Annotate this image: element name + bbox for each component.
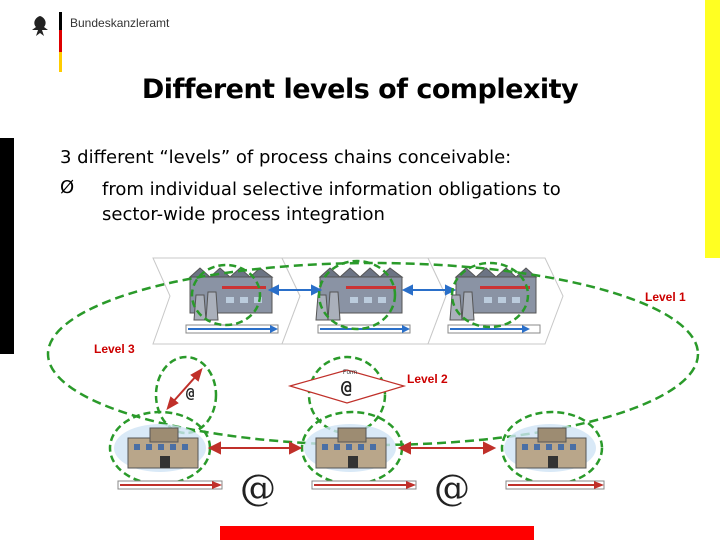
institution-logo-text: Bundeskanzleramt [70, 16, 170, 30]
at-symbol-large-1: @ [240, 468, 276, 509]
network-label: Form [343, 370, 357, 376]
bullet-text-line-2: sector-wide process integration [102, 204, 385, 225]
factory-1-icon [188, 267, 274, 321]
office-building-1-icon [114, 424, 206, 472]
slide-title: Different levels of complexity [141, 74, 579, 105]
level-1-small-ellipses [190, 259, 530, 331]
intro-text: 3 different “levels” of process chains c… [60, 147, 512, 168]
right-accent-bar [705, 0, 720, 258]
at-symbol-large-2: @ [434, 468, 470, 509]
office-building-3-icon [504, 424, 596, 472]
at-symbol-small-2: @ [341, 377, 352, 398]
bottom-accent-bar [220, 526, 534, 540]
factory-2-icon [315, 267, 404, 321]
blue-arrows [267, 284, 457, 296]
office-building-2-icon [304, 424, 396, 472]
red-diamond-shape [287, 369, 407, 404]
red-horizontal-arrows [207, 441, 497, 455]
level-2-label: Level 2 [407, 372, 448, 386]
flag-stripe [59, 12, 62, 72]
bullet-text-line-1: from individual selective information ob… [102, 179, 561, 200]
federal-eagle-logo [32, 16, 48, 36]
level-1-label: Level 1 [645, 290, 686, 304]
bullet-arrow-icon: Ø [60, 177, 75, 198]
red-process-bars [117, 480, 605, 490]
at-symbol-small-1: @ [186, 386, 194, 402]
level-3-label: Level 3 [94, 342, 135, 356]
left-accent-bar [0, 138, 14, 354]
red-diagonal-arrow [166, 367, 203, 411]
factory-3-icon [449, 267, 538, 321]
